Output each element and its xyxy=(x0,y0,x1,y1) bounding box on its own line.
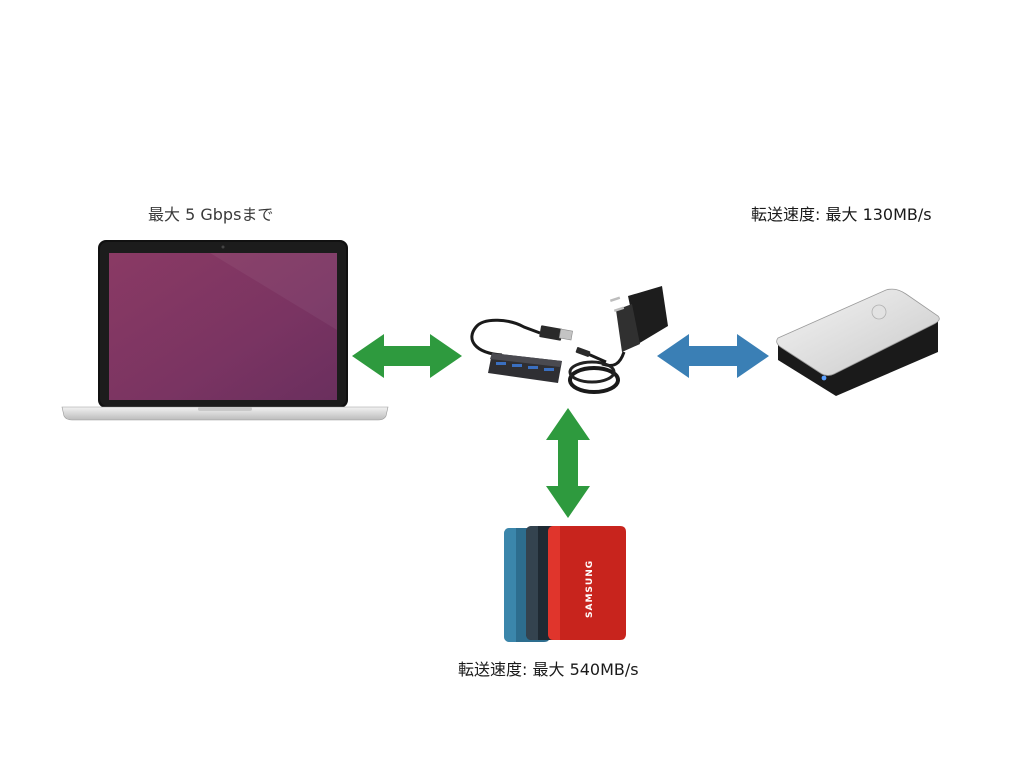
bidirectional-arrow-laptop-hub xyxy=(352,334,462,378)
portable-ssd-icon: SAMSUNG xyxy=(504,526,626,642)
hdd-speed-label: 転送速度: 最大 130MB/s xyxy=(751,205,932,224)
laptop-speed-label: 最大 5 Gbpsまで xyxy=(148,205,274,224)
power-adapter-icon xyxy=(568,286,668,394)
external-hdd-icon xyxy=(776,288,940,396)
laptop-icon xyxy=(61,240,389,421)
bidirectional-arrow-hub-hdd xyxy=(657,334,769,378)
bidirectional-arrow-hub-ssd xyxy=(546,408,590,518)
usb-hub-icon xyxy=(470,318,573,383)
ssd-speed-label: 転送速度: 最大 540MB/s xyxy=(458,660,639,679)
ssd-brand-text: SAMSUNG xyxy=(585,560,595,618)
